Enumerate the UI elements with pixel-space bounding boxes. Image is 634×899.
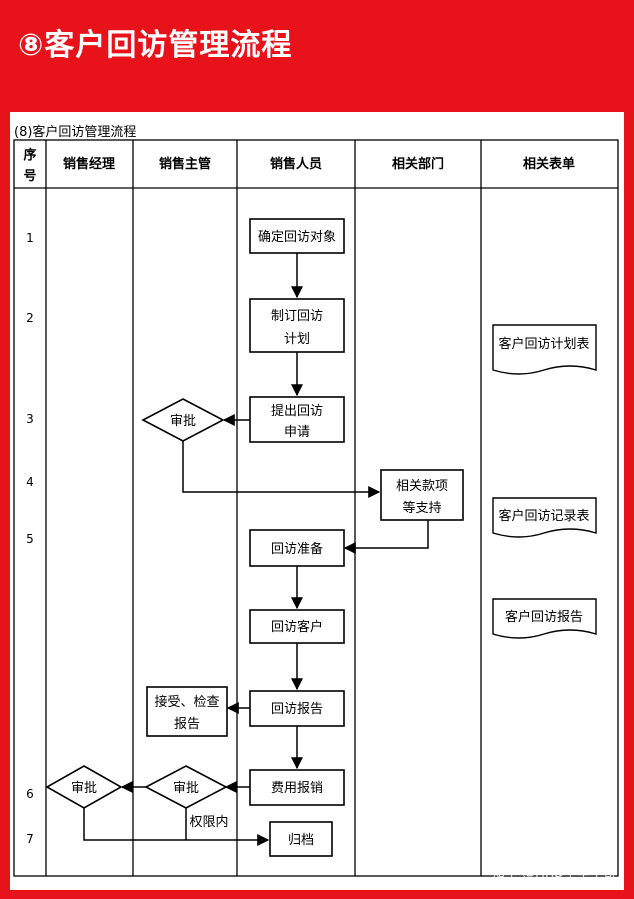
form-record-label: 客户回访记录表	[498, 508, 589, 524]
table-grid	[13, 139, 619, 877]
node-accept-check-report-label-2: 报告	[174, 717, 200, 732]
decision-supervisor-approval-2	[144, 765, 228, 809]
node-submit-application-label-1: 提出回访	[271, 403, 323, 419]
lane-header-sales-supervisor: 销售主管	[159, 156, 211, 172]
node-visit-customer-label: 回访客户	[271, 619, 323, 635]
node-dept-support-label-1: 相关款项	[396, 479, 448, 494]
node-expense-claim	[249, 769, 345, 806]
node-visit-customer	[249, 609, 345, 644]
node-dept-support	[380, 469, 464, 521]
form-plan-document	[492, 324, 597, 375]
node-submit-application	[249, 396, 345, 443]
node-accept-check-report	[146, 686, 228, 737]
flowchart-subtitle: (8)客户回访管理流程	[14, 125, 137, 140]
node-prepare-visit	[249, 529, 345, 567]
watermark: 知乎 @HRD学堂牛哥	[492, 866, 616, 881]
node-visit-report-label: 回访报告	[271, 702, 323, 717]
step-number: 7	[26, 832, 34, 846]
decision-supervisor-approval-2-label: 审批	[173, 781, 199, 796]
node-confirm-target-label: 确定回访对象	[258, 230, 336, 245]
lane-header-related-dept: 相关部门	[392, 156, 444, 172]
decision-supervisor-approval-label: 审批	[170, 414, 196, 429]
page-title: ⑧客户回访管理流程	[18, 28, 293, 63]
node-make-plan-label-2: 计划	[284, 332, 310, 347]
node-archive	[269, 821, 333, 857]
node-accept-check-report-label-1: 接受、检查	[154, 694, 219, 710]
lane-header-sales-staff: 销售人员	[270, 156, 322, 172]
form-report-label: 客户回访报告	[505, 609, 583, 625]
connectors	[83, 253, 429, 846]
node-expense-claim-label: 费用报销	[271, 781, 323, 796]
node-make-plan	[249, 298, 345, 353]
node-archive-label: 归档	[288, 833, 314, 848]
step-number: 4	[26, 475, 34, 489]
form-record-document	[492, 497, 597, 538]
step-number: 3	[26, 412, 34, 426]
node-prepare-visit-label: 回访准备	[271, 541, 323, 557]
seq-header-bottom: 号	[23, 169, 36, 184]
lane-header-sales-manager: 销售经理	[63, 156, 115, 172]
node-make-plan-label-1: 制订回访	[271, 309, 323, 324]
decision-supervisor-approval	[141, 398, 225, 442]
form-report-document	[492, 598, 597, 639]
node-dept-support-label-2: 等支持	[402, 500, 441, 516]
decision-manager-approval-label: 审批	[71, 781, 97, 796]
step-number: 2	[26, 311, 34, 325]
node-visit-report	[249, 690, 345, 727]
decision-manager-approval	[45, 765, 123, 809]
step-number: 6	[26, 787, 34, 801]
lane-header-related-forms: 相关表单	[523, 156, 575, 172]
node-confirm-target	[249, 218, 345, 254]
form-plan-label: 客户回访计划表	[498, 336, 589, 352]
step-number: 1	[26, 231, 34, 245]
step-number: 5	[26, 532, 34, 546]
authority-note: 权限内	[189, 814, 228, 830]
seq-header-top: 序	[23, 147, 36, 163]
node-submit-application-label-2: 申请	[284, 425, 310, 440]
